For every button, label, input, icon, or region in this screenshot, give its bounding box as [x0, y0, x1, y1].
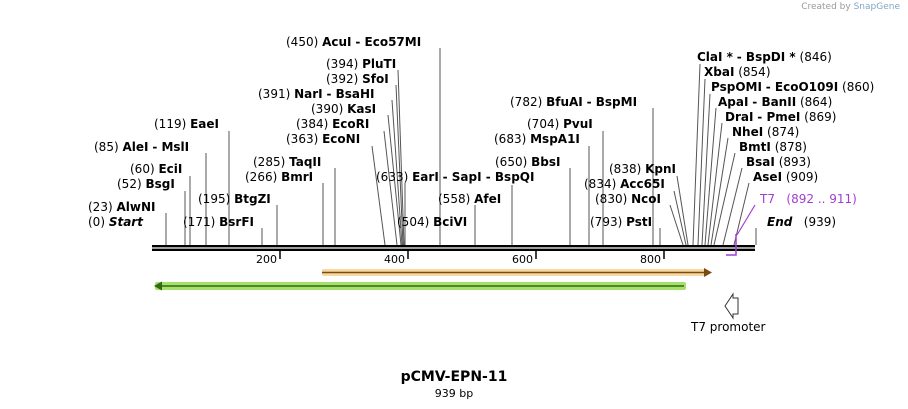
site-label-bsai: BsaI (893) [746, 155, 811, 169]
site-label-pvui: (704) PvuI [527, 117, 593, 131]
orange-feature-arrow [322, 268, 712, 277]
snapgene-credit: Created by SnapGene [801, 2, 900, 12]
site-label-clai: ClaI * - BspDI * (846) [697, 50, 832, 64]
site-label-bsrfi: (171) BsrFI [183, 215, 254, 229]
site-label-kasi: (390) KasI [311, 102, 377, 116]
site-label-eaei: (119) EaeI [154, 117, 220, 131]
site-label-eari: (633) EarI - SapI - BspQI [376, 170, 535, 184]
t7-leader [736, 204, 756, 236]
site-label-kpni: (838) KpnI [609, 162, 677, 176]
site-label-pspomi: PspOMI - EcoO109I (860) [711, 80, 875, 94]
site-label-ecori: (384) EcoRI [296, 117, 370, 131]
site-label-bmti: BmtI (878) [739, 140, 807, 154]
site-label-alwni: (23) AlwNI [88, 200, 156, 214]
ruler-label-200: 200 [256, 253, 277, 266]
site-label-btgzi: (195) BtgZI [198, 192, 271, 206]
site-label-nhei: NheI (874) [732, 125, 800, 139]
site-label-taqii: (285) TaqII [253, 155, 322, 169]
t7-promoter-arrow-icon [724, 292, 739, 320]
site-label-pluti: (394) PluTI [326, 57, 397, 71]
site-label-mspa1i: (683) MspA1I [494, 132, 580, 146]
site-label-t7: T7 (892 .. 911) [760, 192, 857, 206]
ruler-label-800: 800 [640, 253, 661, 266]
site-label-asei: AseI (909) [753, 170, 819, 184]
snapgene-brand: SnapGene [853, 2, 900, 12]
site-label-bcivi: (504) BciVI [397, 215, 468, 229]
t7-promoter-label: T7 promoter [691, 320, 766, 334]
site-label-apai: ApaI - BanII (864) [718, 95, 833, 109]
site-label-start: (0) Start [88, 215, 143, 229]
ruler-label-400: 400 [384, 253, 405, 266]
site-label-acui: (450) AcuI - Eco57MI [286, 35, 422, 49]
site-label-sfoi: (392) SfoI [326, 72, 389, 86]
t7-primer-mark [726, 234, 737, 256]
site-label-bfuai: (782) BfuAI - BspMI [510, 95, 638, 109]
credit-prefix: Created by [801, 2, 851, 12]
site-label-end: End (939) [767, 215, 837, 229]
green-feature-arrow [154, 281, 686, 291]
map-length: 939 bp [434, 387, 474, 400]
site-label-xbai: XbaI (854) [704, 65, 771, 79]
site-label-bsgi: (52) BsgI [117, 177, 175, 191]
site-label-nari: (391) NarI - BsaHI [258, 87, 375, 101]
site-label-bmri: (266) BmrI [245, 170, 314, 184]
site-label-acc65i: (834) Acc65I [584, 177, 665, 191]
site-label-ncoi: (830) NcoI [595, 192, 661, 206]
ruler-label-600: 600 [512, 253, 533, 266]
site-label-alei: (85) AleI - MslI [94, 140, 190, 154]
site-label-ecii: (60) EciI [130, 162, 183, 176]
map-title: pCMV-EPN-11 [400, 369, 508, 385]
site-label-afei: (558) AfeI [438, 192, 502, 206]
site-label-bbsi: (650) BbsI [495, 155, 561, 169]
site-label-psti: (793) PstI [590, 215, 653, 229]
site-label-drai: DraI - PmeI (869) [725, 110, 837, 124]
leader-lines [165, 48, 757, 246]
site-label-econi: (363) EcoNI [286, 132, 361, 146]
